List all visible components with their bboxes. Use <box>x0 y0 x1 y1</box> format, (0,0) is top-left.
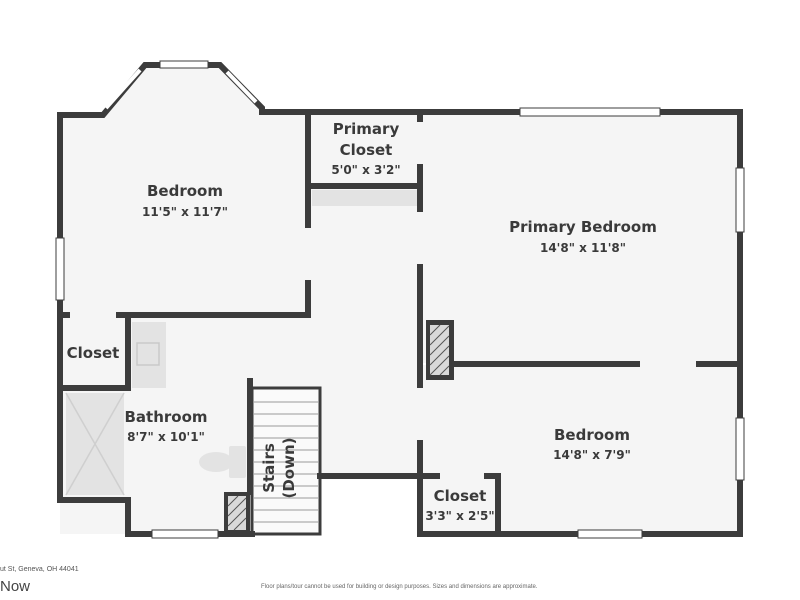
stairs-label-2: (Down) <box>280 437 298 498</box>
stair-treads <box>254 401 318 523</box>
window-west <box>55 237 65 301</box>
bedroom-se-name: Bedroom <box>554 426 630 444</box>
window-south-bath <box>151 529 219 539</box>
brand-logo-text: Now <box>0 578 31 595</box>
bedroom-nw-floor <box>60 65 308 312</box>
fixtures <box>65 190 454 536</box>
floor-areas <box>60 65 740 534</box>
chimney-upper-hatch <box>429 324 450 376</box>
chimney-lower-hatch <box>227 495 247 531</box>
bedroom-nw-dims: 11'5" x 11'7" <box>142 205 228 219</box>
primary-bedroom-name: Primary Bedroom <box>509 218 657 236</box>
toilet-tank <box>229 446 246 478</box>
door-closet-w <box>70 311 116 319</box>
primary-closet-dims: 5'0" x 3'2" <box>331 163 400 177</box>
windows <box>55 60 745 539</box>
door-bathroom <box>246 320 254 378</box>
door-between-bedrooms <box>640 360 696 368</box>
closet-s-name: Closet <box>434 487 487 505</box>
stairs-label-1: Stairs <box>260 443 278 493</box>
door-closet-s <box>440 472 484 480</box>
hall-shelf <box>312 190 418 206</box>
primary-bedroom-dims: 14'8" x 11'8" <box>540 241 626 255</box>
primary-bedroom-floor <box>422 113 740 363</box>
door-primary-closet <box>416 122 424 164</box>
sink <box>136 342 160 366</box>
hall-floor <box>310 187 420 477</box>
bedroom-se-dims: 14'8" x 7'9" <box>553 448 631 462</box>
bathroom-dims: 8'7" x 10'1" <box>127 430 205 444</box>
primary-closet-floor <box>310 113 420 185</box>
closet-s-dims: 3'3" x 2'5" <box>425 509 494 523</box>
window-bay-top <box>159 60 209 69</box>
door-bedroom <box>304 228 312 280</box>
toilet-bowl <box>199 452 233 472</box>
door-primary-bedroom <box>416 212 424 264</box>
window-north-primary <box>519 107 661 117</box>
primary-closet-name-2: Closet <box>340 141 393 159</box>
bedroom-nw-name: Bedroom <box>147 182 223 200</box>
door-bedroom-se <box>416 388 424 440</box>
closet-s-floor <box>422 477 498 533</box>
window-east-upper <box>735 167 745 233</box>
bay-window-wall <box>57 62 743 118</box>
window-bay-left <box>104 68 142 110</box>
shower-drain-line-2 <box>65 392 125 496</box>
room-labels: Bedroom 11'5" x 11'7" Primary Closet 5'0… <box>67 120 657 523</box>
address-text: ut St, Geneva, OH 44041 <box>0 566 79 573</box>
closet-w-name: Closet <box>67 344 120 362</box>
bathroom-name: Bathroom <box>124 408 207 426</box>
window-south-east <box>577 529 643 539</box>
disclaimer-text: Floor plans/tour cannot be used for buil… <box>261 584 538 590</box>
primary-closet-name-1: Primary <box>333 120 400 138</box>
chimney-upper-inner <box>430 325 449 375</box>
window-bay-right <box>225 70 258 104</box>
window-east-lower <box>735 417 745 481</box>
